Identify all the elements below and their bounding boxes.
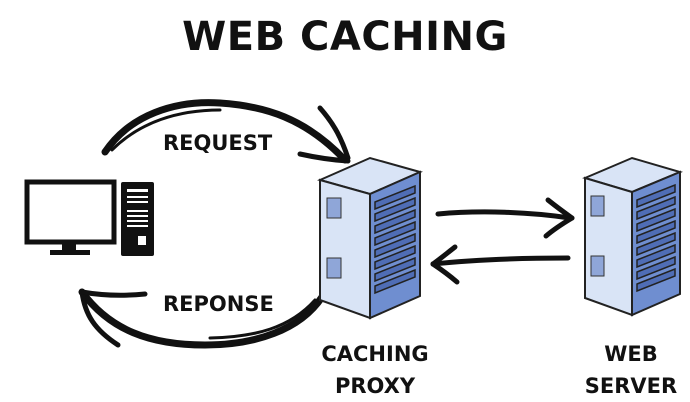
- response-arrow: [78, 288, 326, 349]
- web-server-caption: WEB SERVER: [575, 338, 687, 402]
- client-computer-icon: [24, 179, 154, 256]
- request-label: REQUEST: [163, 131, 273, 155]
- caching-proxy-caption: CACHING PROXY: [300, 338, 450, 402]
- proxy-to-server-arrow: [435, 197, 575, 239]
- diagram-title: WEB CACHING: [182, 14, 508, 60]
- web-server-caption-line2: SERVER: [584, 374, 678, 398]
- server-to-proxy-arrow: [430, 244, 571, 285]
- web-server-caption-line1: WEB: [604, 342, 658, 366]
- web-server-icon: [582, 156, 683, 317]
- caching-proxy-caption-line2: PROXY: [334, 374, 416, 398]
- caching-proxy-caption-line1: CACHING: [321, 342, 429, 366]
- request-arrow: [101, 99, 351, 164]
- response-label: REPONSE: [163, 292, 274, 316]
- caching-proxy-server-icon: [317, 156, 423, 320]
